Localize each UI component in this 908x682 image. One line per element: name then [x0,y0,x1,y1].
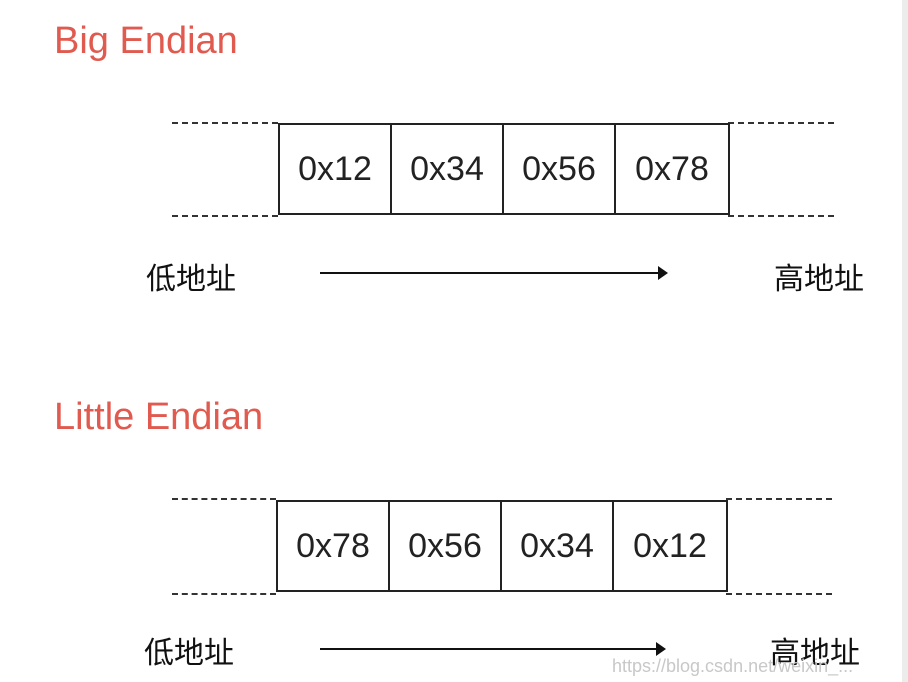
dashed-line-top-right [728,122,834,124]
low-address-label: 低地址 [144,636,234,671]
high-address-label: 高地址 [770,636,860,671]
dashed-line-bottom-left [172,593,276,595]
dashed-line-bottom-right [726,593,832,595]
memory-cell: 0x12 [633,526,707,565]
address-direction-arrow [320,266,668,280]
memory-cell: 0x34 [392,125,504,213]
right-border [902,0,908,682]
big-endian-title: Big Endian [54,20,238,62]
dashed-line-top-left [172,122,278,124]
dashed-line-bottom-left [172,215,278,217]
dashed-line-bottom-right [728,215,834,217]
little-endian-title: Little Endian [54,396,264,438]
little-endian-memory-cells: 0x78 0x56 0x34 0x12 [276,500,728,592]
arrow-head-icon [656,642,666,656]
memory-cell: 0x12 [280,125,392,213]
address-direction-arrow [320,642,666,656]
arrow-head-icon [658,266,668,280]
memory-cell: 0x78 [278,502,390,590]
low-address-label: 低地址 [146,262,236,297]
memory-cell: 0x56 [504,125,616,213]
big-endian-memory-cells: 0x12 0x34 0x56 0x78 [278,123,730,215]
memory-cell: 0x56 [390,502,502,590]
dashed-line-top-left [172,498,276,500]
memory-cell: 0x78 [635,149,709,188]
high-address-label: 高地址 [774,262,864,297]
watermark: https://blog.csdn.net/weixin_... [612,656,854,676]
dashed-line-top-right [726,498,832,500]
memory-cell: 0x34 [502,502,614,590]
